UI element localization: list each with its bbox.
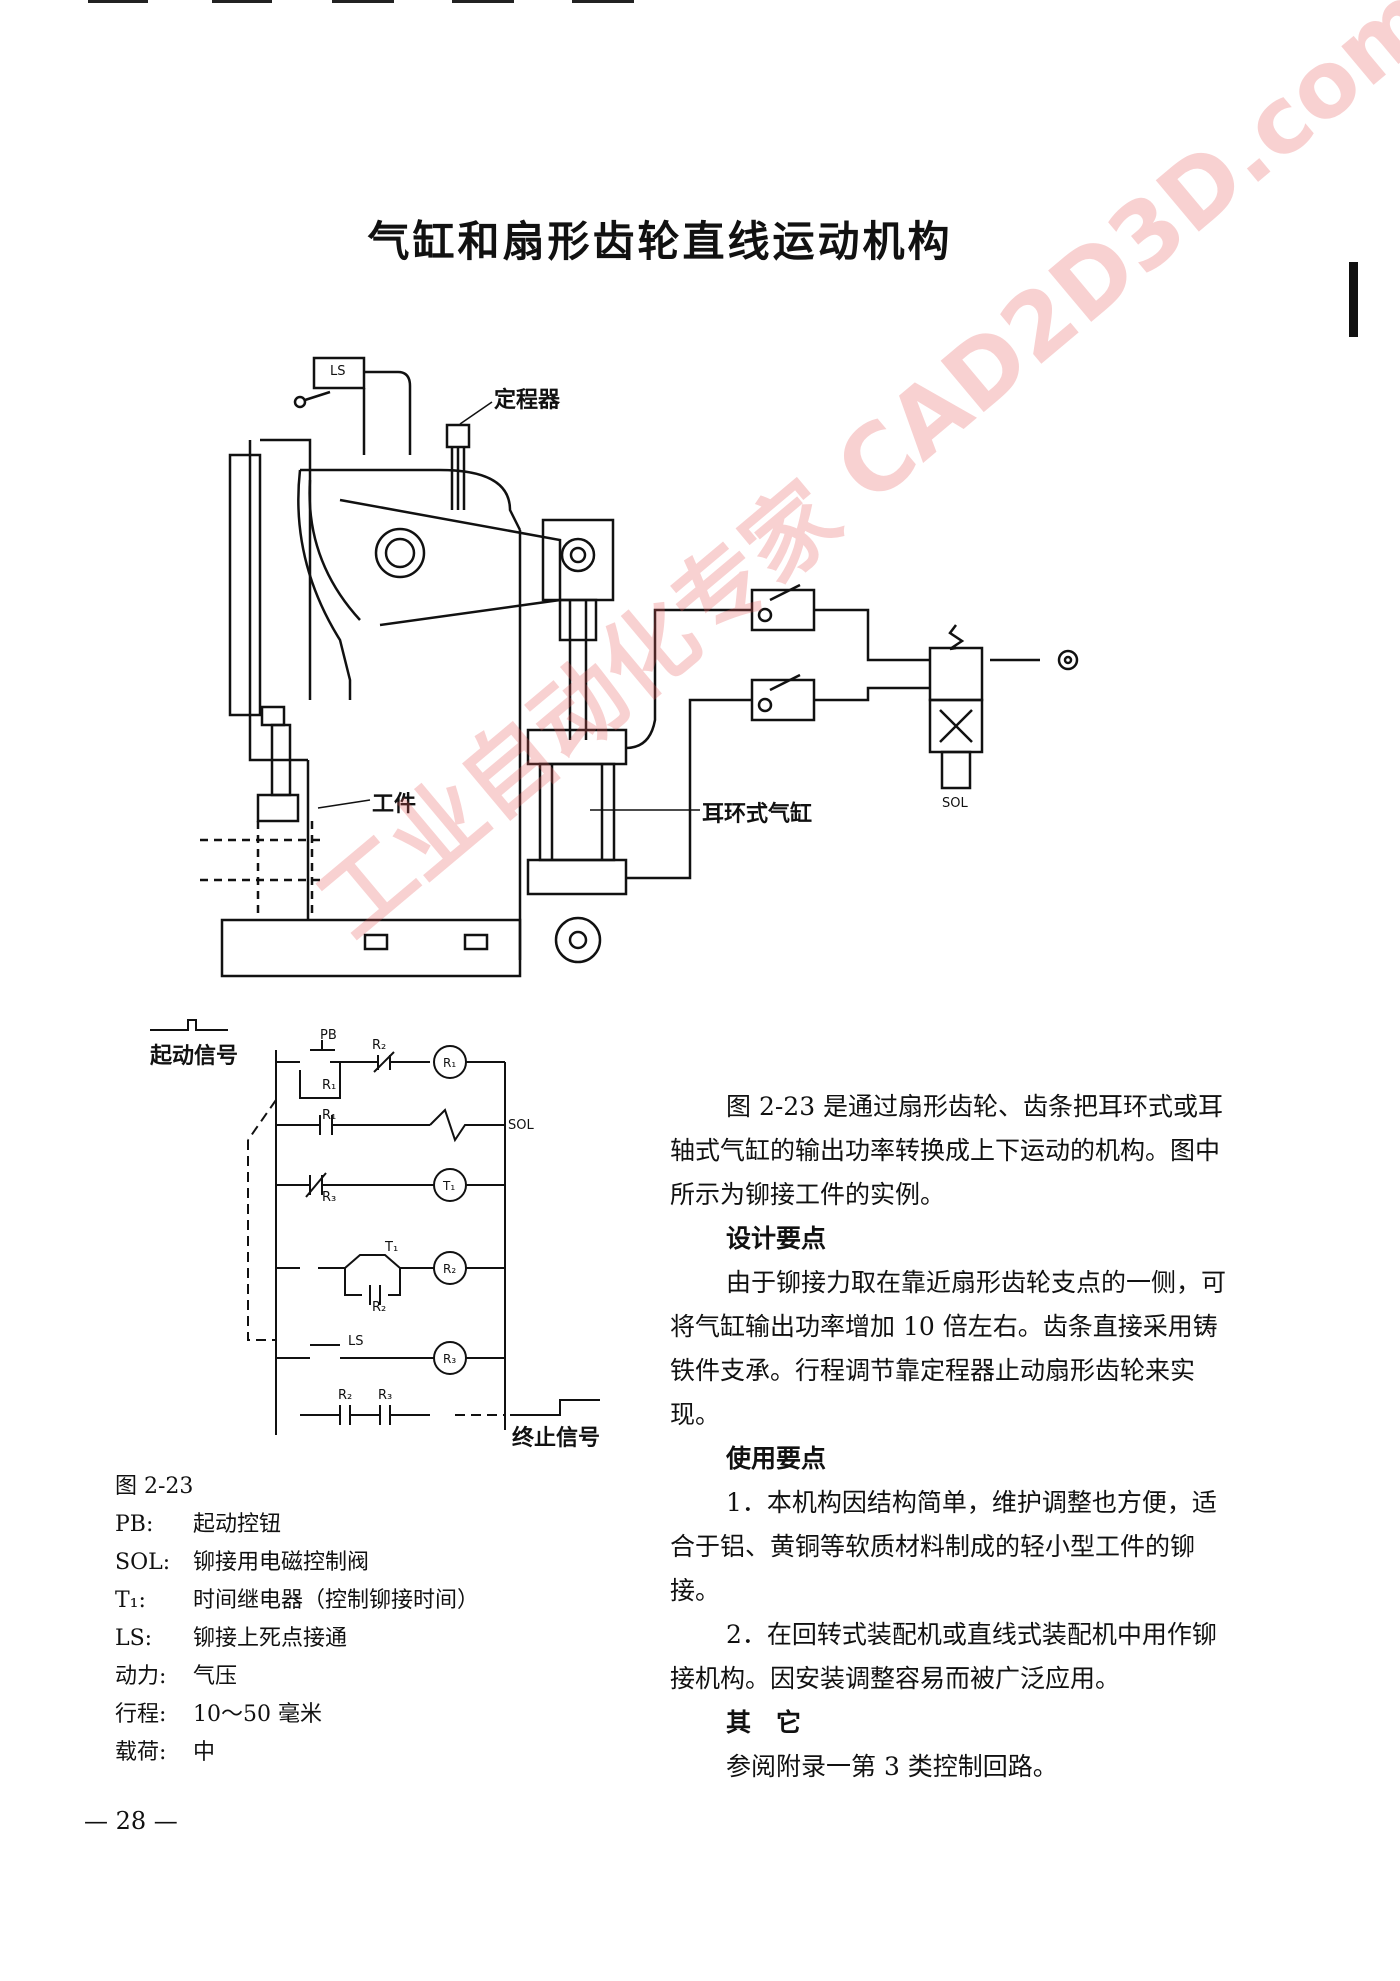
- pb-label: PB: [320, 1028, 337, 1043]
- svg-text:T₁: T₁: [442, 1179, 455, 1193]
- top-rule: [452, 0, 514, 3]
- legend-row: 行程: 10～50 毫米: [115, 1696, 635, 1734]
- ls-contact-label: LS: [348, 1334, 364, 1349]
- page-title: 气缸和扇形齿轮直线运动机构: [367, 217, 953, 266]
- legend-key: SOL:: [115, 1550, 171, 1575]
- legend-row: SOL: 铆接用电磁控制阀: [115, 1544, 635, 1582]
- sol-valve-label: SOL: [942, 796, 968, 811]
- r1-contact-label: R₁: [322, 1108, 337, 1123]
- usage-heading: 使用要点: [726, 1444, 827, 1473]
- r2-contact-label: R₂: [372, 1300, 387, 1315]
- legend-value: 起动控钮: [193, 1512, 282, 1537]
- top-rule: [572, 0, 634, 3]
- legend-row: 载荷: 中: [115, 1734, 635, 1772]
- legend-row: LS: 铆接上死点接通: [115, 1620, 635, 1658]
- design-paragraph: 由于铆接力取在靠近扇形齿轮支点的一侧，可将气缸输出功率增加 10 倍左右。齿条直…: [670, 1268, 1227, 1429]
- legend-value: 气压: [193, 1664, 238, 1689]
- cylinder-label: 耳环式气缸: [702, 802, 813, 827]
- legend-key: 载荷:: [115, 1740, 167, 1765]
- end-signal-label: 终止信号: [512, 1426, 601, 1451]
- legend-row: T₁: 时间继电器（控制铆接时间）: [115, 1582, 635, 1620]
- start-signal-label: 起动信号: [150, 1044, 239, 1069]
- body-text: 图 2-23 是通过扇形齿轮、齿条把耳环式或耳轴式气缸的输出功率转换成上下运动的…: [670, 1085, 1230, 1789]
- top-rule: [88, 0, 148, 3]
- legend-value: 铆接上死点接通: [193, 1626, 348, 1651]
- legend-key: 动力:: [115, 1664, 167, 1689]
- r2-contact-label: R₂: [372, 1038, 387, 1053]
- legend-key: 行程:: [115, 1702, 167, 1727]
- usage-paragraph-1: 1．本机构因结构简单，维护调整也方便，适合于铝、黄铜等软质材料制成的轻小型工件的…: [670, 1488, 1217, 1605]
- other-heading: 其 它: [726, 1708, 802, 1737]
- r2-contact-label: R₂: [338, 1388, 353, 1403]
- svg-text:R₂: R₂: [443, 1262, 456, 1276]
- legend-value: 铆接用电磁控制阀: [193, 1550, 370, 1575]
- r3-contact-label: R₃: [322, 1190, 337, 1205]
- workpiece-label: 工件: [372, 792, 417, 817]
- top-rule: [212, 0, 272, 3]
- legend-value: 中: [193, 1740, 216, 1765]
- sol-coil-label: SOL: [508, 1118, 534, 1133]
- legend-key: LS:: [115, 1626, 153, 1651]
- legend-row: PB: 起动控钮: [115, 1506, 635, 1544]
- figure-number: 图 2-23: [115, 1474, 194, 1499]
- legend-key: T₁:: [115, 1588, 146, 1613]
- design-heading: 设计要点: [726, 1224, 827, 1253]
- legend-value: 10～50 毫米: [193, 1702, 322, 1727]
- ls-switch-label: LS: [330, 364, 346, 379]
- other-paragraph: 参阅附录一第 3 类控制回路。: [726, 1752, 1058, 1781]
- figure-legend: 图 2-23 PB: 起动控钮 SOL: 铆接用电磁控制阀 T₁: 时间继电器（控制铆…: [115, 1468, 635, 1772]
- stroke-stop-label: 定程器: [494, 388, 561, 413]
- page-number: — 28 —: [84, 1807, 178, 1835]
- t1-contact-label: T₁: [385, 1240, 399, 1255]
- svg-text:R₃: R₃: [443, 1352, 456, 1366]
- usage-paragraph-2: 2．在回转式装配机或直线式装配机中用作铆接机构。因安装调整容易而被广泛应用。: [670, 1620, 1217, 1693]
- r3-contact-label: R₃: [378, 1388, 393, 1403]
- intro-paragraph: 图 2-23 是通过扇形齿轮、齿条把耳环式或耳轴式气缸的输出功率转换成上下运动的…: [670, 1092, 1224, 1209]
- legend-value: 时间继电器（控制铆接时间）: [193, 1588, 480, 1613]
- svg-text:R₁: R₁: [443, 1056, 456, 1070]
- r1-contact-label: R₁: [322, 1078, 337, 1093]
- page-edge-mark: [1349, 262, 1358, 337]
- legend-row: 动力: 气压: [115, 1658, 635, 1696]
- top-rule: [332, 0, 394, 3]
- legend-key: PB:: [115, 1512, 154, 1537]
